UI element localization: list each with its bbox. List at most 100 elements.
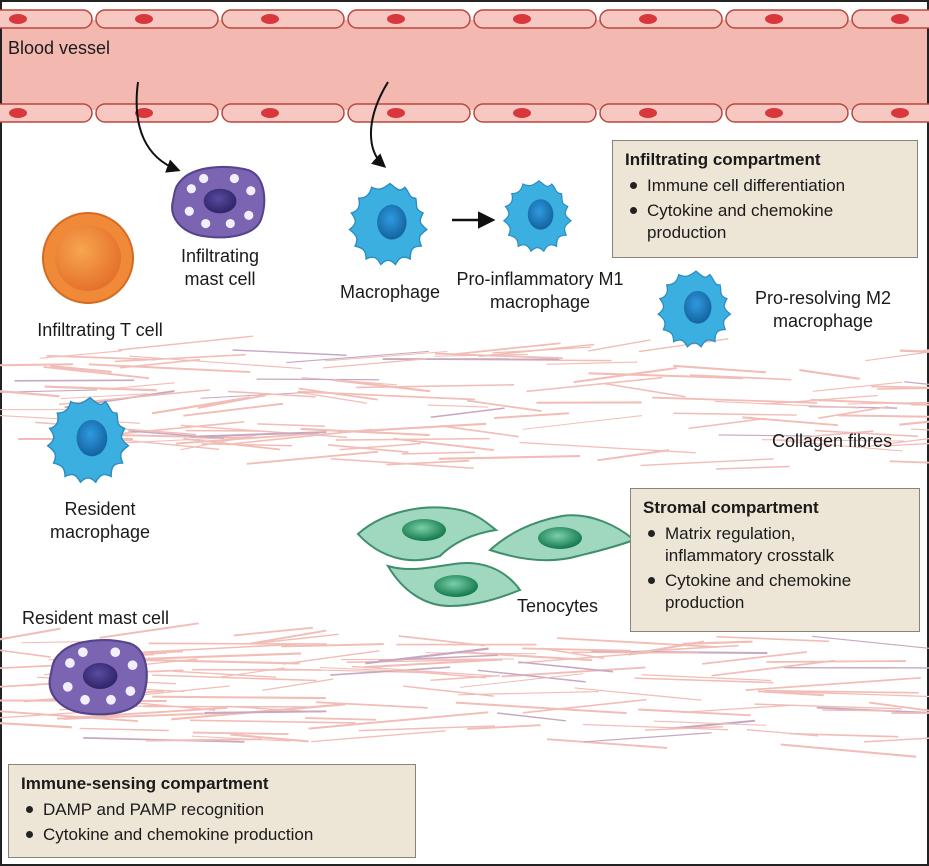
immune-sensing-item-text: DAMP and PAMP recognition: [43, 800, 265, 819]
collagen-fibre: [718, 434, 812, 437]
collagen-fibre: [305, 717, 377, 721]
collagen-fibre: [310, 730, 446, 743]
collagen-fibre: [652, 396, 818, 404]
collagen-fibre: [641, 674, 772, 682]
collagen-fibre: [604, 382, 686, 398]
collagen-fibre: [43, 366, 150, 380]
endothelium-bottom: [0, 103, 929, 123]
collagen-fibre: [151, 396, 251, 415]
bullet-icon: [630, 207, 637, 214]
bullet-icon: [630, 182, 637, 189]
collagen-fibre: [653, 720, 766, 726]
collagen-fibre: [518, 661, 614, 673]
collagen-fibre: [441, 425, 519, 438]
endothelial-cell: [473, 103, 597, 123]
collagen-fibre: [546, 738, 668, 749]
collagen-fibre: [0, 627, 61, 641]
collagen-fibre: [715, 465, 790, 470]
collagen-fibre: [180, 424, 348, 439]
collagen-fibre: [430, 407, 505, 419]
collagen-fibre: [838, 414, 929, 418]
collagen-fibre: [124, 652, 302, 661]
tenocyte-right: [488, 514, 636, 562]
collagen-fibre: [716, 635, 830, 643]
collagen-fibre: [101, 382, 175, 391]
collagen-fibre: [467, 724, 541, 730]
collagen-fibre: [351, 665, 492, 677]
collagen-fibre: [546, 361, 637, 365]
collagen-fibre: [522, 647, 631, 652]
collagen-fibre: [246, 450, 379, 465]
endothelial-nucleus: [639, 14, 657, 24]
collagen-fibre: [764, 689, 919, 694]
endothelial-cell: [95, 9, 219, 29]
collagen-fibre: [129, 355, 302, 370]
collagen-fibre: [230, 733, 309, 743]
collagen-fibre: [262, 678, 334, 691]
collagen-fibre: [330, 666, 451, 676]
collagen-fibre: [108, 433, 253, 440]
collagen-fibre: [868, 701, 929, 712]
collagen-fibre: [0, 390, 60, 398]
bullet-icon: [26, 806, 33, 813]
label-resident-macrophage-line2: macrophage: [49, 522, 151, 542]
collagen-fibre: [453, 342, 561, 356]
collagen-fibre: [807, 430, 874, 438]
endothelial-nucleus: [9, 108, 27, 118]
infiltrating-item-text: Immune cell differentiation: [647, 176, 846, 195]
label-m2-line2: macrophage: [772, 311, 874, 331]
infiltrating-t-cell: [42, 212, 134, 304]
collagen-fibre: [764, 690, 929, 698]
collagen-fibre: [522, 415, 642, 430]
label-m2-line1: Pro-resolving M2: [754, 288, 892, 308]
collagen-fibre: [332, 378, 431, 393]
macrophage: [348, 182, 428, 266]
collagen-fibre: [339, 442, 422, 451]
label-blood-vessel: Blood vessel: [8, 38, 111, 58]
collagen-fibre: [300, 427, 430, 437]
endothelial-cell: [0, 9, 93, 29]
collagen-fibre: [393, 437, 494, 451]
collagen-fibre: [847, 401, 929, 405]
collagen-fibre: [227, 390, 316, 398]
resident-mast-cell: [48, 639, 148, 716]
collagen-fibre: [754, 703, 902, 710]
endothelial-nucleus: [135, 108, 153, 118]
collagen-fibre: [297, 391, 368, 404]
collagen-fibre: [522, 698, 647, 714]
collagen-fibre: [702, 651, 807, 665]
stromal-item-text: Matrix regulation, inflammatory crosstal…: [665, 524, 835, 565]
endothelial-cell: [599, 103, 723, 123]
collagen-fibre: [670, 719, 756, 730]
collagen-fibre: [114, 353, 246, 363]
label-resident-mast-cell: Resident mast cell: [22, 608, 170, 628]
endothelial-nucleus: [387, 14, 405, 24]
collagen-fibre: [746, 729, 819, 737]
collagen-fibre: [742, 416, 838, 427]
label-m1-line2: macrophage: [489, 292, 591, 312]
label-infiltrating-mast-cell-line2: mast cell: [184, 269, 256, 289]
collagen-fibre: [250, 629, 327, 645]
collagen-fibre: [358, 725, 495, 732]
immune-sensing-item: DAMP and PAMP recognition: [21, 799, 403, 821]
endothelial-nucleus: [513, 14, 531, 24]
collagen-fibre: [175, 432, 320, 445]
collagen-fibre: [197, 394, 267, 409]
label-infiltrating-mast-cell-line1: Infiltrating: [180, 246, 260, 266]
collagen-fibre: [714, 400, 859, 409]
endothelial-nucleus: [891, 108, 909, 118]
collagen-fibre: [250, 633, 339, 645]
endothelial-cell: [851, 9, 929, 29]
collagen-fibre: [39, 350, 122, 359]
collagen-fibre: [822, 709, 896, 712]
endothelial-nucleus: [9, 14, 27, 24]
collagen-fibre: [204, 710, 327, 714]
collagen-fibre: [688, 417, 765, 430]
collagen-fibre: [190, 719, 356, 724]
endothelial-nucleus: [891, 14, 909, 24]
collagen-fibre: [584, 732, 712, 743]
collagen-fibre: [0, 649, 51, 658]
collagen-fibre: [818, 405, 889, 419]
